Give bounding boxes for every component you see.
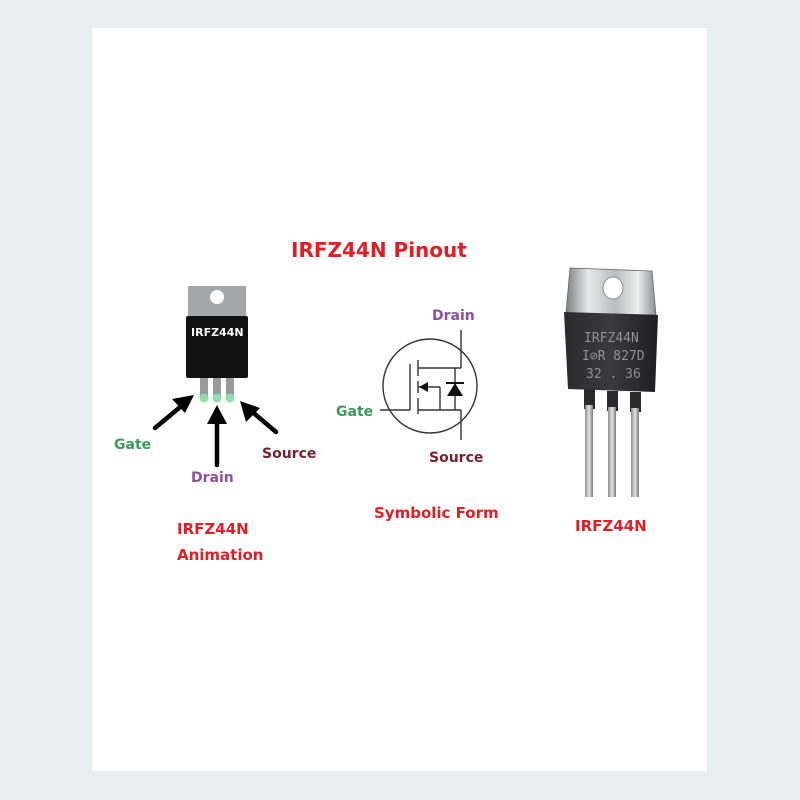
photo-marking-line3: 32 . 36 [586,367,641,382]
animation-caption-line1: IRFZ44N [177,520,249,538]
symbol-source-label: Source [429,450,484,466]
symbol-drain-label: Drain [432,308,475,324]
source-pin-label: Source [262,446,317,462]
symbol-gate-label: Gate [336,404,374,420]
photo-marking-line1: IRFZ44N [584,331,639,346]
figure-card [92,28,707,771]
page-title: IRFZ44N Pinout [291,238,467,262]
photo-caption: IRFZ44N [575,517,647,535]
gate-pin-label: Gate [114,437,152,453]
animation-caption-line2: Animation [177,546,264,564]
photo-marking-line2: I⊘R 827D [582,349,645,364]
symbol-caption: Symbolic Form [374,504,499,522]
drain-pin-label: Drain [191,470,234,486]
chip-label: IRFZ44N [191,326,244,339]
